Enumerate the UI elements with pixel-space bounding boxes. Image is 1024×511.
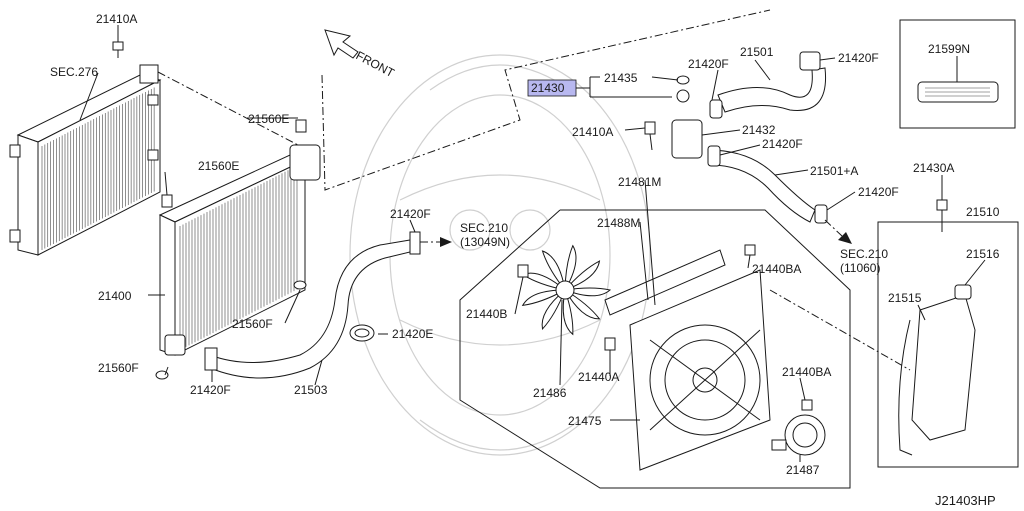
upper-hose	[709, 51, 827, 119]
label-21432: 21432	[742, 123, 776, 137]
front-label: FRONT	[354, 48, 398, 80]
label-21488M: 21488M	[597, 216, 640, 230]
fan-blade	[562, 289, 574, 336]
label-plate-21599N	[917, 81, 999, 103]
label-21560F-a: 21560F	[232, 317, 273, 331]
shroud-panel-21488M	[604, 249, 726, 316]
label-sec210-a-sub: (13049N)	[460, 235, 510, 249]
label-21420E: 21420E	[392, 327, 433, 341]
label-21475: 21475	[568, 414, 602, 428]
fan-blade	[564, 244, 577, 291]
fan-shroud-21475	[517, 244, 813, 471]
hose-21501A	[707, 145, 828, 224]
label-21420F-c: 21420F	[688, 57, 729, 71]
callout-labels: 21410A SEC.276 21560E 21560E 21400 21560…	[50, 12, 1000, 508]
fan-blade	[541, 289, 566, 331]
insert-box-21599N	[899, 19, 1016, 129]
label-21440A: 21440A	[578, 370, 619, 384]
fan-blade	[521, 289, 566, 307]
radiator	[155, 119, 321, 380]
reservoir-box-21510	[877, 221, 1019, 468]
label-21420F-f: 21420F	[858, 185, 899, 199]
label-sec210-b: SEC.210	[840, 247, 888, 261]
label-21503: 21503	[294, 383, 328, 397]
clamp-21420E	[349, 324, 375, 342]
label-21515: 21515	[888, 291, 922, 305]
label-21440B: 21440B	[466, 307, 507, 321]
leader-lines	[79, 57, 986, 462]
label-21420F-d: 21420F	[838, 51, 879, 65]
label-21560F-b: 21560F	[98, 361, 139, 375]
fan-21486	[521, 244, 612, 336]
fan-assy-box	[459, 209, 851, 489]
label-21599N: 21599N	[928, 42, 970, 56]
label-21440BA-a: 21440BA	[752, 262, 801, 276]
condenser	[9, 64, 162, 256]
fan-motor-21487	[771, 414, 826, 456]
label-21486: 21486	[533, 386, 567, 400]
label-21560E-a: 21560E	[248, 112, 289, 126]
reservoir-tank-21515	[898, 284, 976, 456]
label-sec276: SEC.276	[50, 65, 98, 79]
label-sec210-b-sub: (11060)	[840, 261, 880, 275]
label-21481M: 21481M	[618, 175, 661, 189]
label-21487: 21487	[786, 463, 820, 477]
label-21560E-b: 21560E	[198, 159, 239, 173]
label-21420F-a: 21420F	[190, 383, 231, 397]
label-21430A: 21430A	[913, 161, 954, 175]
label-21516: 21516	[966, 247, 1000, 261]
label-21410A-mid: 21410A	[572, 125, 613, 139]
bolt-21410A-top	[112, 41, 124, 58]
arrow-sec210-b-icon	[824, 219, 852, 244]
label-21420F-b: 21420F	[390, 207, 431, 221]
label-21440BA-b: 21440BA	[782, 365, 831, 379]
water-outlet-21432	[644, 75, 703, 159]
bolt-21430A	[936, 199, 948, 232]
label-21420F-e: 21420F	[762, 137, 803, 151]
label-21501: 21501	[740, 45, 774, 59]
front-arrow-icon	[324, 29, 359, 59]
label-21430: 21430	[531, 81, 565, 95]
diagram-code: J21403HP	[935, 493, 996, 508]
label-21410A-top: 21410A	[96, 12, 137, 26]
lower-hose	[204, 231, 421, 379]
fan-blade	[541, 250, 566, 291]
label-21501A: 21501+A	[810, 164, 858, 178]
watermark-emblem	[349, 54, 651, 456]
label-sec210-a: SEC.210	[460, 221, 508, 235]
fan-blade	[564, 289, 601, 320]
label-21435: 21435	[604, 71, 638, 85]
arrow-sec210-a-icon	[420, 237, 452, 247]
fan-blade	[564, 287, 612, 297]
label-21400: 21400	[98, 289, 132, 303]
fan-blade	[564, 260, 601, 291]
label-21510: 21510	[966, 205, 1000, 219]
